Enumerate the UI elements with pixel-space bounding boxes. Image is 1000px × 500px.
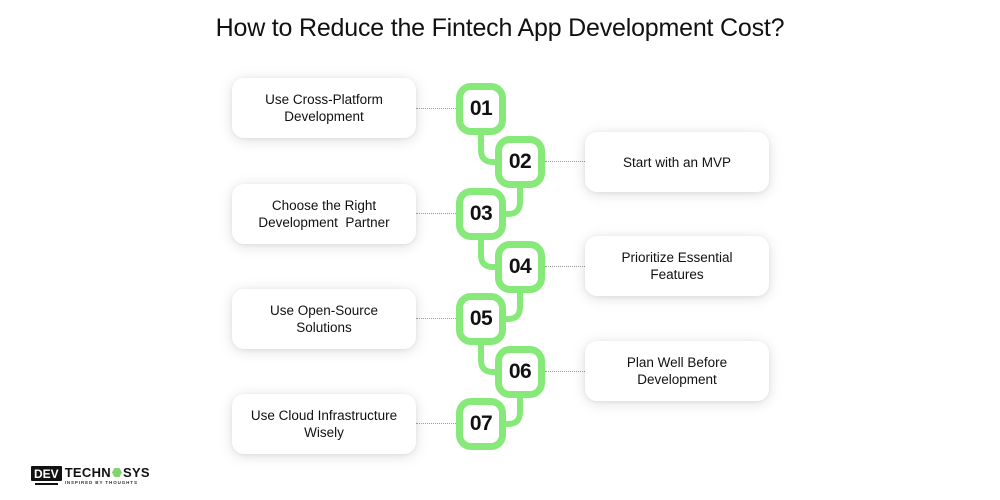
dotted-connector — [416, 423, 456, 424]
logo-tagline: INSPIRED BY THOUGHTS — [64, 480, 138, 485]
step-card-01: Use Cross-Platform Development — [232, 78, 416, 138]
step-label: Use Open-Source Solutions — [269, 303, 379, 335]
step-badge-04: 04 — [495, 241, 545, 293]
step-label: Choose the Right Development Partner — [258, 198, 390, 230]
logo-name-right: SYS — [122, 465, 150, 480]
step-number: 03 — [469, 202, 493, 225]
step-card-04: Prioritize Essential Features — [585, 236, 769, 296]
step-number: 02 — [508, 150, 532, 173]
dotted-connector — [545, 161, 585, 162]
hexagon-icon — [111, 468, 122, 477]
step-number: 06 — [508, 360, 532, 383]
step-badge-05: 05 — [456, 293, 506, 345]
brand-logo: DEV TECHN SYS INSPIRED BY THOUGHTS — [31, 466, 150, 488]
step-number: 05 — [469, 307, 493, 330]
step-label: Start with an MVP — [622, 154, 732, 170]
step-card-03: Choose the Right Development Partner — [232, 184, 416, 244]
step-label: Plan Well Before Development — [626, 355, 728, 387]
step-label: Use Cloud Infrastructure Wisely — [250, 408, 398, 440]
logo-name-left: TECHN — [64, 465, 111, 480]
step-badge-02: 02 — [495, 136, 545, 188]
step-card-05: Use Open-Source Solutions — [232, 289, 416, 349]
dotted-connector — [416, 108, 456, 109]
dotted-connector — [545, 371, 585, 372]
step-number: 01 — [469, 97, 493, 120]
page-title: How to Reduce the Fintech App Developmen… — [215, 14, 785, 42]
step-number: 07 — [469, 412, 493, 435]
step-label: Use Cross-Platform Development — [265, 92, 383, 124]
step-card-06: Plan Well Before Development — [585, 341, 769, 401]
step-card-02: Start with an MVP — [585, 132, 769, 192]
step-number: 04 — [508, 255, 532, 278]
step-badge-01: 01 — [456, 83, 506, 135]
step-badge-07: 07 — [456, 398, 506, 450]
logo-monitor-icon: DEV — [31, 466, 62, 485]
dotted-connector — [416, 213, 456, 214]
step-badge-06: 06 — [495, 346, 545, 398]
dotted-connector — [545, 266, 585, 267]
step-label: Prioritize Essential Features — [621, 250, 733, 282]
step-badge-03: 03 — [456, 188, 506, 240]
step-card-07: Use Cloud Infrastructure Wisely — [232, 394, 416, 454]
dotted-connector — [416, 318, 456, 319]
